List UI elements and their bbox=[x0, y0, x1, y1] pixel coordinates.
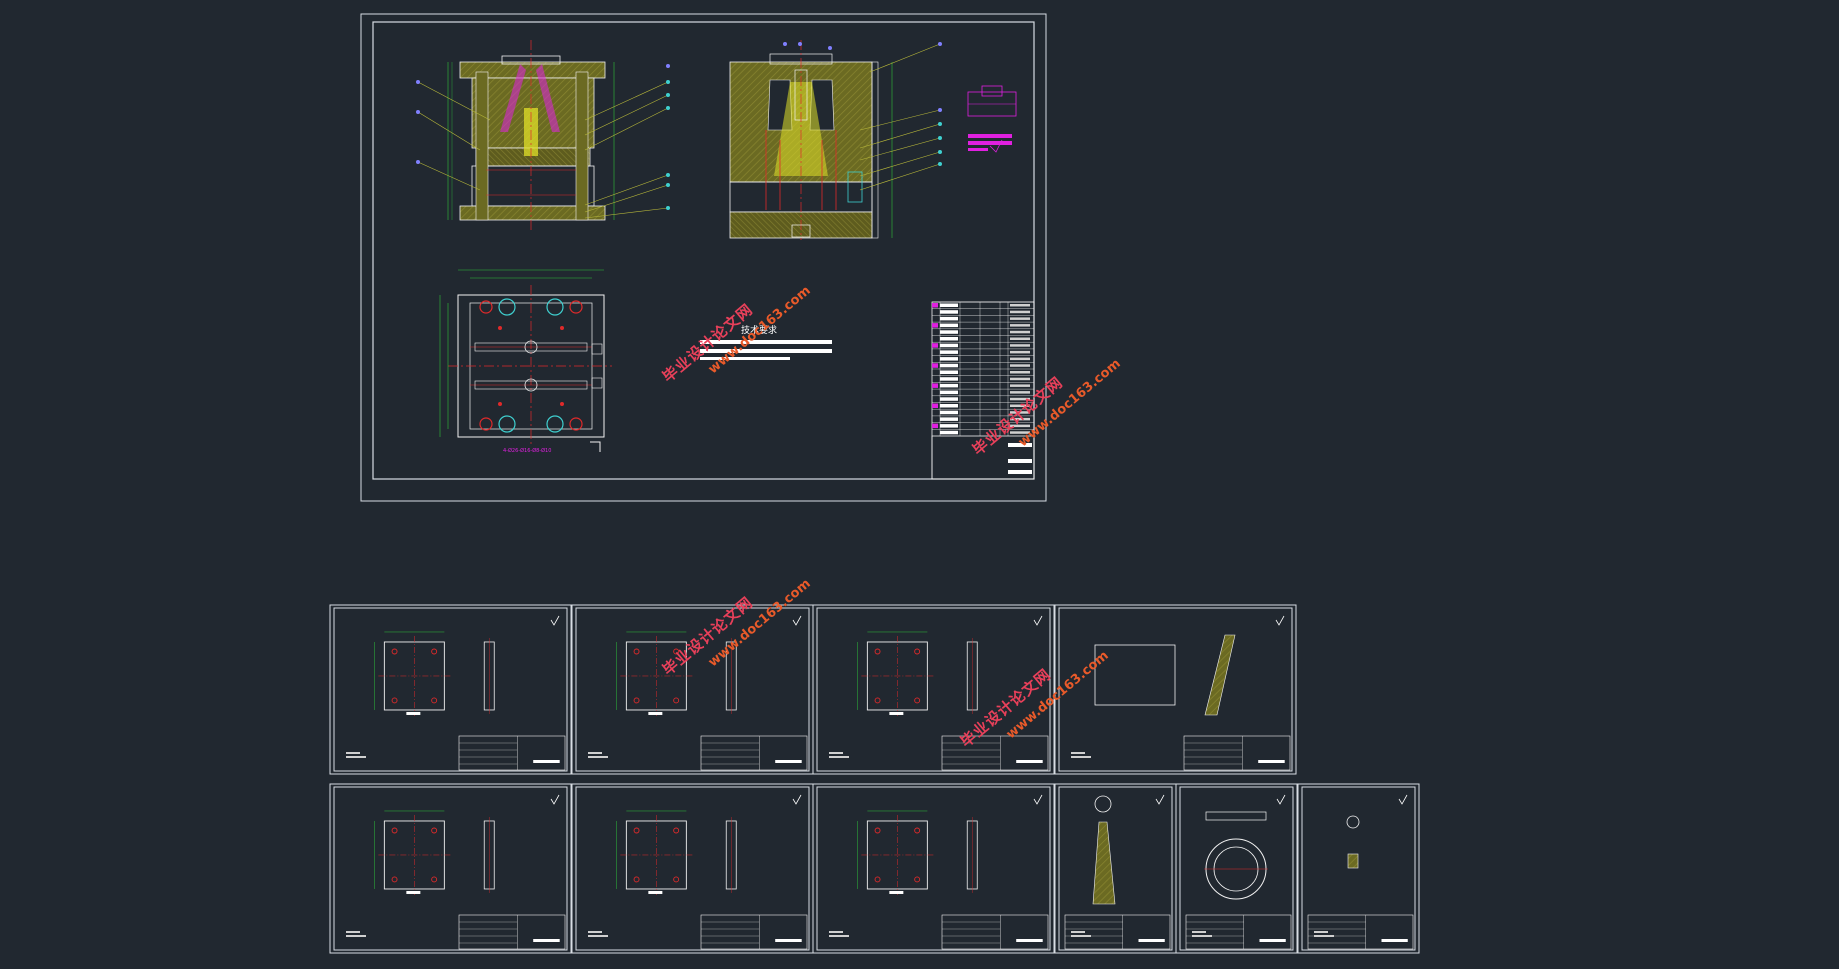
roughness-symbol-icon bbox=[550, 615, 560, 626]
parts-list-table bbox=[931, 301, 1035, 480]
gate-detail-callout bbox=[967, 85, 1017, 153]
tech-requirements: 技术要求 bbox=[700, 324, 832, 360]
roughness-symbol-icon bbox=[792, 615, 802, 626]
roughness-symbol-icon bbox=[550, 794, 560, 805]
watermark-4: 毕业设计论文网 www.doc163.com bbox=[957, 648, 1112, 751]
part-sheet bbox=[329, 604, 572, 775]
roughness-symbol-icon bbox=[1033, 794, 1043, 805]
part-sheet bbox=[1054, 604, 1297, 775]
part-sheet bbox=[329, 783, 572, 954]
part-sheet bbox=[812, 604, 1055, 775]
mold-side-section bbox=[729, 40, 942, 240]
tech-requirements-title: 技术要求 bbox=[741, 324, 777, 336]
assembly-inner-frame bbox=[372, 21, 1035, 480]
assembly-sheet: 4-Ø26-Ø16-Ø8-Ø10 技术要求 bbox=[360, 13, 1047, 502]
roughness-symbol-icon bbox=[792, 794, 802, 805]
roughness-symbol-icon bbox=[1276, 794, 1286, 805]
part-sheet bbox=[1054, 783, 1177, 954]
roughness-symbol-icon bbox=[1275, 615, 1285, 626]
assembly-hole-note: 4-Ø26-Ø16-Ø8-Ø10 bbox=[503, 447, 551, 454]
watermark-1: 毕业设计论文网 www.doc163.com bbox=[659, 283, 814, 386]
part-sheet bbox=[1175, 783, 1298, 954]
mold-front-section bbox=[416, 40, 670, 230]
roughness-symbol-icon bbox=[1398, 794, 1408, 805]
roughness-symbol-icon bbox=[1033, 615, 1043, 626]
part-sheet bbox=[1297, 783, 1420, 954]
mold-plan-view: 4-Ø26-Ø16-Ø8-Ø10 bbox=[439, 269, 612, 454]
assembly-outer-frame bbox=[360, 13, 1047, 502]
part-sheet bbox=[571, 783, 814, 954]
part-sheet bbox=[812, 783, 1055, 954]
roughness-symbol-icon bbox=[1155, 794, 1165, 805]
part-sheets bbox=[329, 604, 1420, 954]
part-sheet bbox=[571, 604, 814, 775]
